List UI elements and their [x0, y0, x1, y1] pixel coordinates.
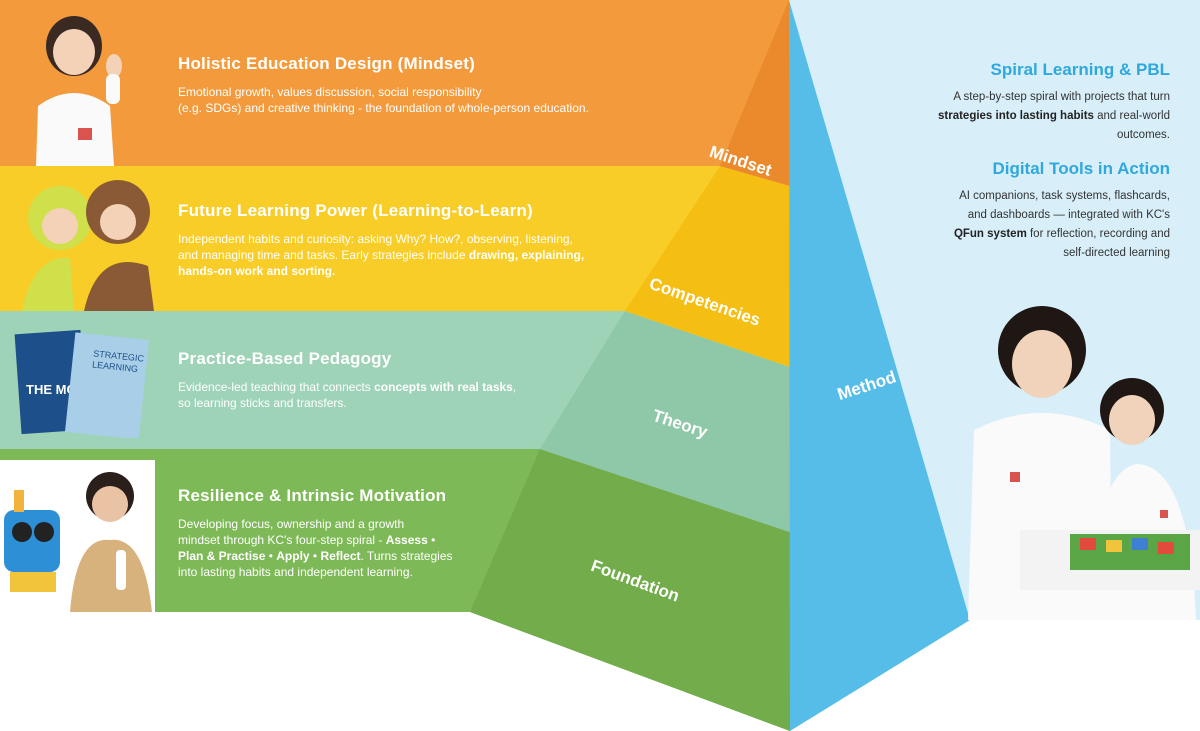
- bold-text: strategies into lasting habits: [938, 110, 1094, 122]
- text-run: outcomes.: [1116, 129, 1170, 141]
- text-run: mindset through KC's four-step spiral -: [178, 533, 386, 547]
- foundation-shade: [470, 449, 790, 731]
- text-run: for reflection, recording and: [1026, 228, 1170, 240]
- layer-description: Emotional growth, values discussion, soc…: [178, 84, 589, 116]
- competencies-shade: [625, 166, 790, 367]
- layer-description: Developing focus, ownership and a growth…: [178, 516, 453, 580]
- bold-text: Reflect: [320, 549, 361, 563]
- layer-title: Resilience & Intrinsic Motivation: [178, 486, 447, 505]
- bold-text: Apply: [276, 549, 310, 563]
- layer-mindset: Holistic Education Design (Mindset) Emot…: [178, 54, 589, 116]
- bold-text: QFun system: [953, 228, 1027, 240]
- text-run: self-directed learning: [1063, 247, 1170, 259]
- text-run: Evidence-led teaching that connects: [178, 380, 375, 394]
- text-run: •: [309, 549, 321, 563]
- layer-description: Independent habits and curiosity: asking…: [178, 231, 584, 279]
- right-title: Digital Tools in Action: [992, 159, 1170, 178]
- layer-foundation: Resilience & Intrinsic Motivation Develo…: [178, 486, 453, 580]
- right-description: AI companions, task systems, flashcards,…: [954, 187, 1170, 263]
- method-triangle: [789, 0, 970, 731]
- text-run: and real-world: [1093, 110, 1170, 122]
- text-run: ,: [512, 380, 517, 394]
- competencies-band: [0, 166, 790, 367]
- text-run: . Turns strategies: [360, 549, 453, 563]
- child-thumbs-up-photo: [18, 8, 140, 166]
- teacher-child-lego-photo: [960, 298, 1200, 620]
- text-run: •: [427, 533, 436, 547]
- layer-title: Holistic Education Design (Mindset): [178, 54, 475, 73]
- text-run: Developing focus, ownership and a growth: [178, 517, 405, 531]
- text-run: into lasting habits and independent lear…: [178, 565, 413, 579]
- bold-text: drawing, explaining,: [468, 248, 585, 262]
- right-title: Spiral Learning & PBL: [990, 60, 1170, 79]
- layer-description: Evidence-led teaching that connects conc…: [178, 379, 516, 411]
- layer-theory: Practice-Based Pedagogy Evidence-led tea…: [178, 349, 516, 411]
- text-run: Emotional growth, values discussion, soc…: [178, 85, 482, 99]
- bold-text: hands-on work and sorting.: [178, 264, 336, 278]
- text-run: and dashboards — integrated with KC's: [967, 209, 1170, 221]
- books-photo: THE MCKIN STRATEGIC LEARNING: [12, 326, 150, 438]
- bold-text: Plan & Practise: [178, 549, 266, 563]
- text-run: AI companions, task systems, flashcards,: [959, 190, 1170, 202]
- layer-competencies: Future Learning Power (Learning-to-Learn…: [178, 201, 584, 279]
- robot-toy-child-photo: [0, 460, 155, 612]
- text-run: and managing time and tasks. Early strat…: [178, 248, 469, 262]
- book2-spine-2: LEARNING: [92, 359, 139, 374]
- layer-title: Future Learning Power (Learning-to-Learn…: [178, 201, 533, 220]
- right-description: A step-by-step spiral with projects that…: [938, 88, 1170, 145]
- bold-text: concepts with real tasks: [374, 380, 513, 394]
- mindset-shade: [720, 0, 790, 186]
- layer-title: Practice-Based Pedagogy: [178, 349, 392, 368]
- mindset-band: [0, 0, 790, 186]
- text-run: (e.g. SDGs) and creative thinking - the …: [178, 101, 589, 115]
- text-run: so learning sticks and transfers.: [178, 396, 347, 410]
- theory-shade: [540, 311, 790, 532]
- text-run: A step-by-step spiral with projects that…: [953, 91, 1170, 103]
- costumed-children-photo: [14, 166, 154, 311]
- digital-tools-block: Digital Tools in Action AI companions, t…: [954, 159, 1170, 263]
- bold-text: Assess: [385, 533, 428, 547]
- text-run: •: [265, 549, 277, 563]
- text-run: Independent habits and curiosity: asking…: [178, 232, 573, 246]
- spiral-learning-block: Spiral Learning & PBL A step-by-step spi…: [938, 60, 1170, 145]
